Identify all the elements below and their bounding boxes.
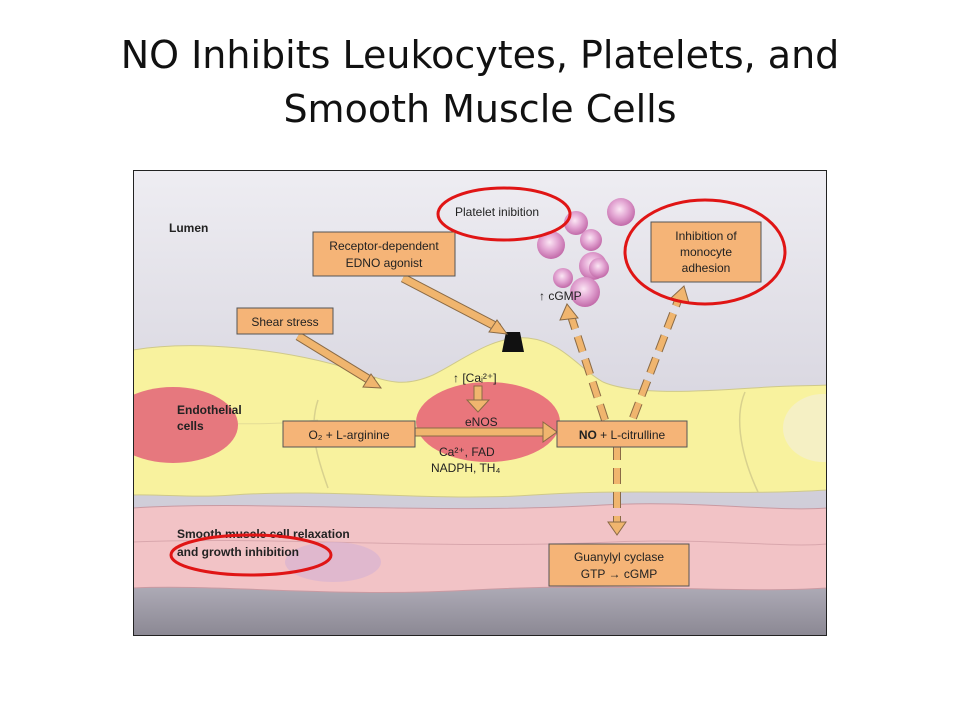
arrow-shear-to-cell <box>295 332 383 389</box>
endothelial-label-line2: cells <box>177 419 204 433</box>
platelet-icon <box>537 231 565 259</box>
platelet-icon <box>607 198 635 226</box>
highlight-circle-platelet <box>436 186 572 242</box>
svg-text:EDNO agonist: EDNO agonist <box>346 256 423 270</box>
calcium-label: ↑ [Caᵢ²⁺] <box>453 371 497 385</box>
platelet-icon <box>580 229 602 251</box>
svg-text:O₂ + L-arginine: O₂ + L-arginine <box>308 428 389 442</box>
no-citrulline-box: NO + L-citrulline <box>556 420 688 448</box>
endothelial-nucleus-left <box>133 387 238 463</box>
receptor-icon <box>502 332 524 352</box>
guanylyl-cyclase-box: Guanylyl cyclase GTP → cGMP <box>548 543 690 587</box>
smooth-muscle-label-line2: and growth inhibition <box>177 545 299 559</box>
smooth-muscle-nucleus <box>285 542 381 582</box>
highlight-circle-smooth-muscle <box>169 533 333 577</box>
svg-text:monocyte: monocyte <box>680 245 732 259</box>
svg-text:adhesion: adhesion <box>682 261 731 275</box>
slide-title: NO Inhibits Leukocytes, Platelets, and S… <box>40 28 920 136</box>
svg-text:NO + L-citrulline: NO + L-citrulline <box>579 428 666 442</box>
svg-text:Receptor-dependent: Receptor-dependent <box>329 239 439 253</box>
arginine-box: O₂ + L-arginine <box>282 420 416 448</box>
svg-text:GTP → cGMP: GTP → cGMP <box>581 567 657 581</box>
enos-label: eNOS <box>465 415 498 429</box>
cofactors-label-line1: Ca²⁺, FAD <box>439 445 495 459</box>
platelet-icon <box>589 258 609 278</box>
platelet-icon <box>553 268 573 288</box>
platelet-icon <box>570 277 600 307</box>
dashed-arrow-no-to-cgmp <box>559 303 609 422</box>
cgmp-label: ↑ cGMP <box>539 289 582 303</box>
endothelial-nucleus-right <box>783 394 827 462</box>
platelet-cluster <box>537 198 635 307</box>
arrow-receptor-to-cell <box>400 274 509 335</box>
dashed-arrow-no-to-guanylyl <box>607 444 627 536</box>
svg-text:Shear stress: Shear stress <box>251 315 318 329</box>
shear-stress-box: Shear stress <box>236 307 334 335</box>
monocyte-box: Inhibition of monocyte adhesion <box>650 221 762 283</box>
title-line-1: NO Inhibits Leukocytes, Platelets, and <box>120 33 840 77</box>
svg-text:Inhibition of: Inhibition of <box>675 229 737 243</box>
svg-text:Guanylyl cyclase: Guanylyl cyclase <box>574 550 664 564</box>
lumen-label: Lumen <box>169 221 208 235</box>
cofactors-label-line2: NADPH, TH₄ <box>431 461 500 475</box>
receptor-agonist-box: Receptor-dependent EDNO agonist <box>312 231 456 277</box>
platelet-inhibition-label: Platelet inibition <box>455 205 539 219</box>
arrow-calcium-to-enos <box>465 385 491 413</box>
endothelial-nucleus-center <box>416 382 560 462</box>
highlight-circle-monocyte <box>623 198 787 306</box>
endothelial-label-line1: Endothelial <box>177 403 242 417</box>
no-pathway-diagram: Receptor-dependent EDNO agonist Shear st… <box>133 170 827 636</box>
title-line-2: Smooth Muscle Cells <box>283 87 677 131</box>
